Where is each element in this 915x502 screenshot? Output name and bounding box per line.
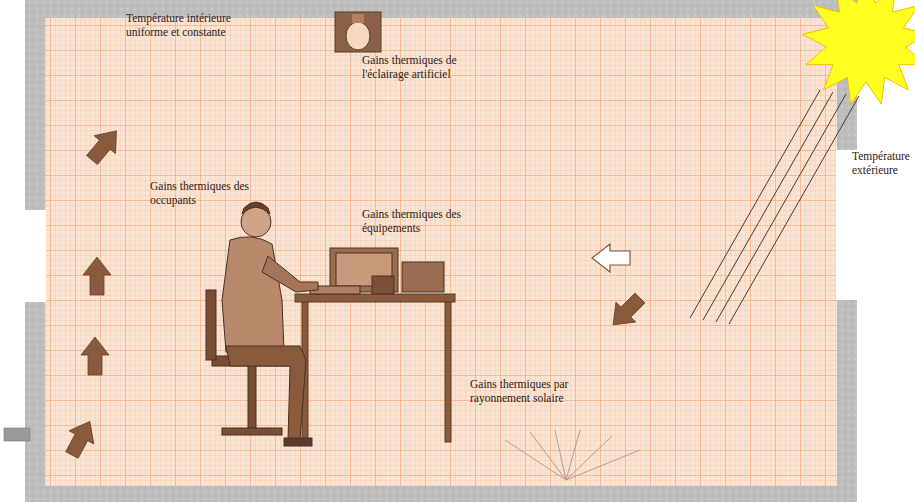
room-floor (45, 18, 837, 486)
solar-arrow (603, 288, 650, 335)
sun-rays (690, 90, 859, 324)
wall (25, 0, 857, 502)
computer (310, 248, 444, 294)
solar-gain-label: Gains thermiques par rayonnement solaire (470, 378, 602, 406)
left-window (24, 210, 46, 302)
reflection-rays (505, 430, 640, 480)
pipe (4, 428, 30, 441)
outside-temperature-label: Température extérieure (852, 150, 912, 178)
lamp (335, 12, 381, 52)
sun (803, 0, 915, 104)
desk (295, 294, 455, 442)
occupant-gain-label: Gains thermiques des occupants (150, 180, 258, 208)
lighting-gain-label: Gains thermiques de l'éclairage artifici… (362, 54, 494, 82)
room-temperature-label: Température intérieure uniforme et const… (126, 12, 256, 40)
air-arrows (60, 122, 128, 462)
person (222, 202, 318, 446)
outward-arrow (592, 244, 630, 272)
grid (45, 18, 837, 486)
equipment-gain-label: Gains thermiques des équipements (362, 208, 480, 236)
